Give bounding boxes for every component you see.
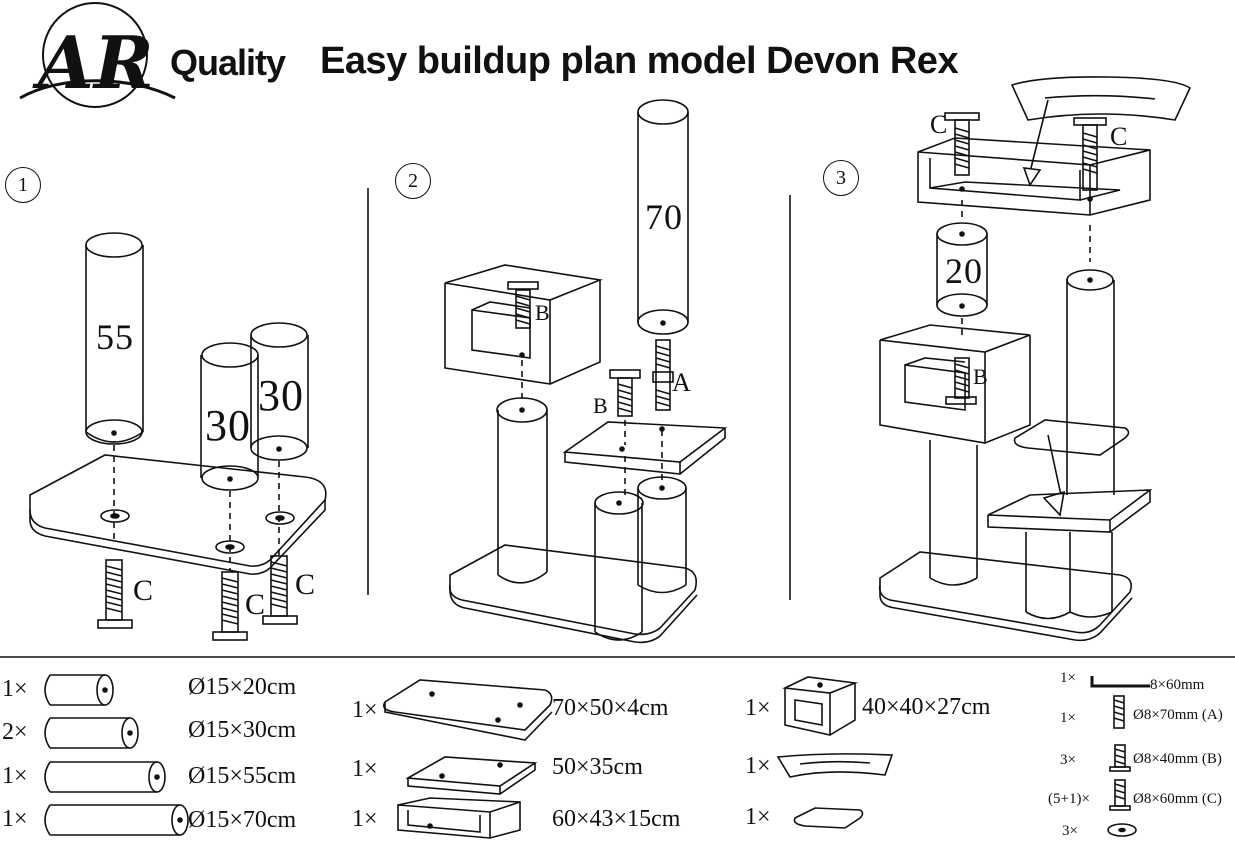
- part-screw-c-size: Ø8×60mm (C): [1133, 791, 1222, 807]
- step-3-number: 3: [823, 160, 859, 196]
- part-washer-qty: 3×: [1062, 823, 1078, 839]
- page-title: Easy buildup plan model Devon Rex: [320, 40, 959, 82]
- step-1-post-length-b: 30: [205, 401, 251, 450]
- part-base-qty: 1×: [352, 697, 378, 723]
- part-post-30-qty: 2×: [2, 719, 28, 745]
- step-1-screw-label-b: C: [245, 588, 266, 621]
- step-1-number: 1: [5, 167, 41, 203]
- part-base-size: 70×50×4cm: [552, 695, 669, 721]
- part-screw-b-size: Ø8×40mm (B): [1133, 751, 1222, 767]
- part-post-70-qty: 1×: [2, 806, 28, 832]
- step-3-screw-label-a: C: [930, 110, 948, 139]
- step-3-screw-label-b: C: [1110, 122, 1128, 151]
- step-2-screw-label-a: B: [535, 300, 550, 325]
- part-post-20-qty: 1×: [2, 676, 28, 702]
- brand-name: Quality: [170, 42, 286, 83]
- part-platform-qty: 1×: [352, 756, 378, 782]
- logo-letters: AR: [32, 20, 154, 105]
- step-1-screw-middle: [212, 571, 248, 641]
- part-key-size: 8×60mm: [1150, 677, 1205, 693]
- part-post-30-size: Ø15×30cm: [188, 717, 297, 743]
- part-screw-a-qty: 1×: [1060, 710, 1076, 726]
- part-post-55-qty: 1×: [2, 763, 28, 789]
- step-2-screw-label-b: B: [593, 393, 608, 418]
- part-screw-a-size: Ø8×70mm (A): [1133, 707, 1223, 723]
- step-1-post-length-c: 30: [258, 371, 304, 420]
- part-screw-c-qty: (5+1)×: [1048, 791, 1090, 807]
- step-2-post-length: 70: [645, 197, 683, 237]
- step-2-number: 2: [395, 163, 431, 199]
- part-screw-b-qty: 3×: [1060, 752, 1076, 768]
- parts-hardware-icons: [1090, 676, 1150, 837]
- brand-logo: AR: [19, 2, 176, 108]
- part-post-20-size: Ø15×20cm: [188, 674, 297, 700]
- part-box-qty: 1×: [352, 806, 378, 832]
- part-cube-qty: 1×: [745, 695, 771, 721]
- parts-post-icons: [44, 674, 189, 836]
- step-3-post-length: 20: [945, 251, 983, 291]
- step-1-diagram: [29, 232, 327, 641]
- part-cube-size: 40×40×27cm: [862, 694, 991, 720]
- step-3-diagram: [878, 76, 1192, 642]
- part-post-55-size: Ø15×55cm: [188, 763, 297, 789]
- part-post-70-size: Ø15×70cm: [188, 807, 297, 833]
- step-1-screw-label-c: C: [295, 568, 316, 601]
- parts-board-icons: [382, 679, 553, 839]
- parts-misc-icons: [776, 676, 894, 829]
- part-platform-size: 50×35cm: [552, 754, 643, 780]
- step-1-post-length-a: 55: [96, 317, 134, 357]
- part-pad-qty: 1×: [745, 804, 771, 830]
- step-3-screw-label-c: B: [973, 364, 988, 389]
- step-1-screw-label-a: C: [133, 574, 154, 607]
- part-key-qty: 1×: [1060, 670, 1076, 686]
- step-1-screw-right: [262, 555, 298, 625]
- step-2-screw-label-c: A: [672, 368, 691, 397]
- part-hammock-qty: 1×: [745, 753, 771, 779]
- step-1-screw-left: [97, 559, 133, 629]
- part-box-size: 60×43×15cm: [552, 806, 681, 832]
- step-2-diagram: [444, 99, 728, 644]
